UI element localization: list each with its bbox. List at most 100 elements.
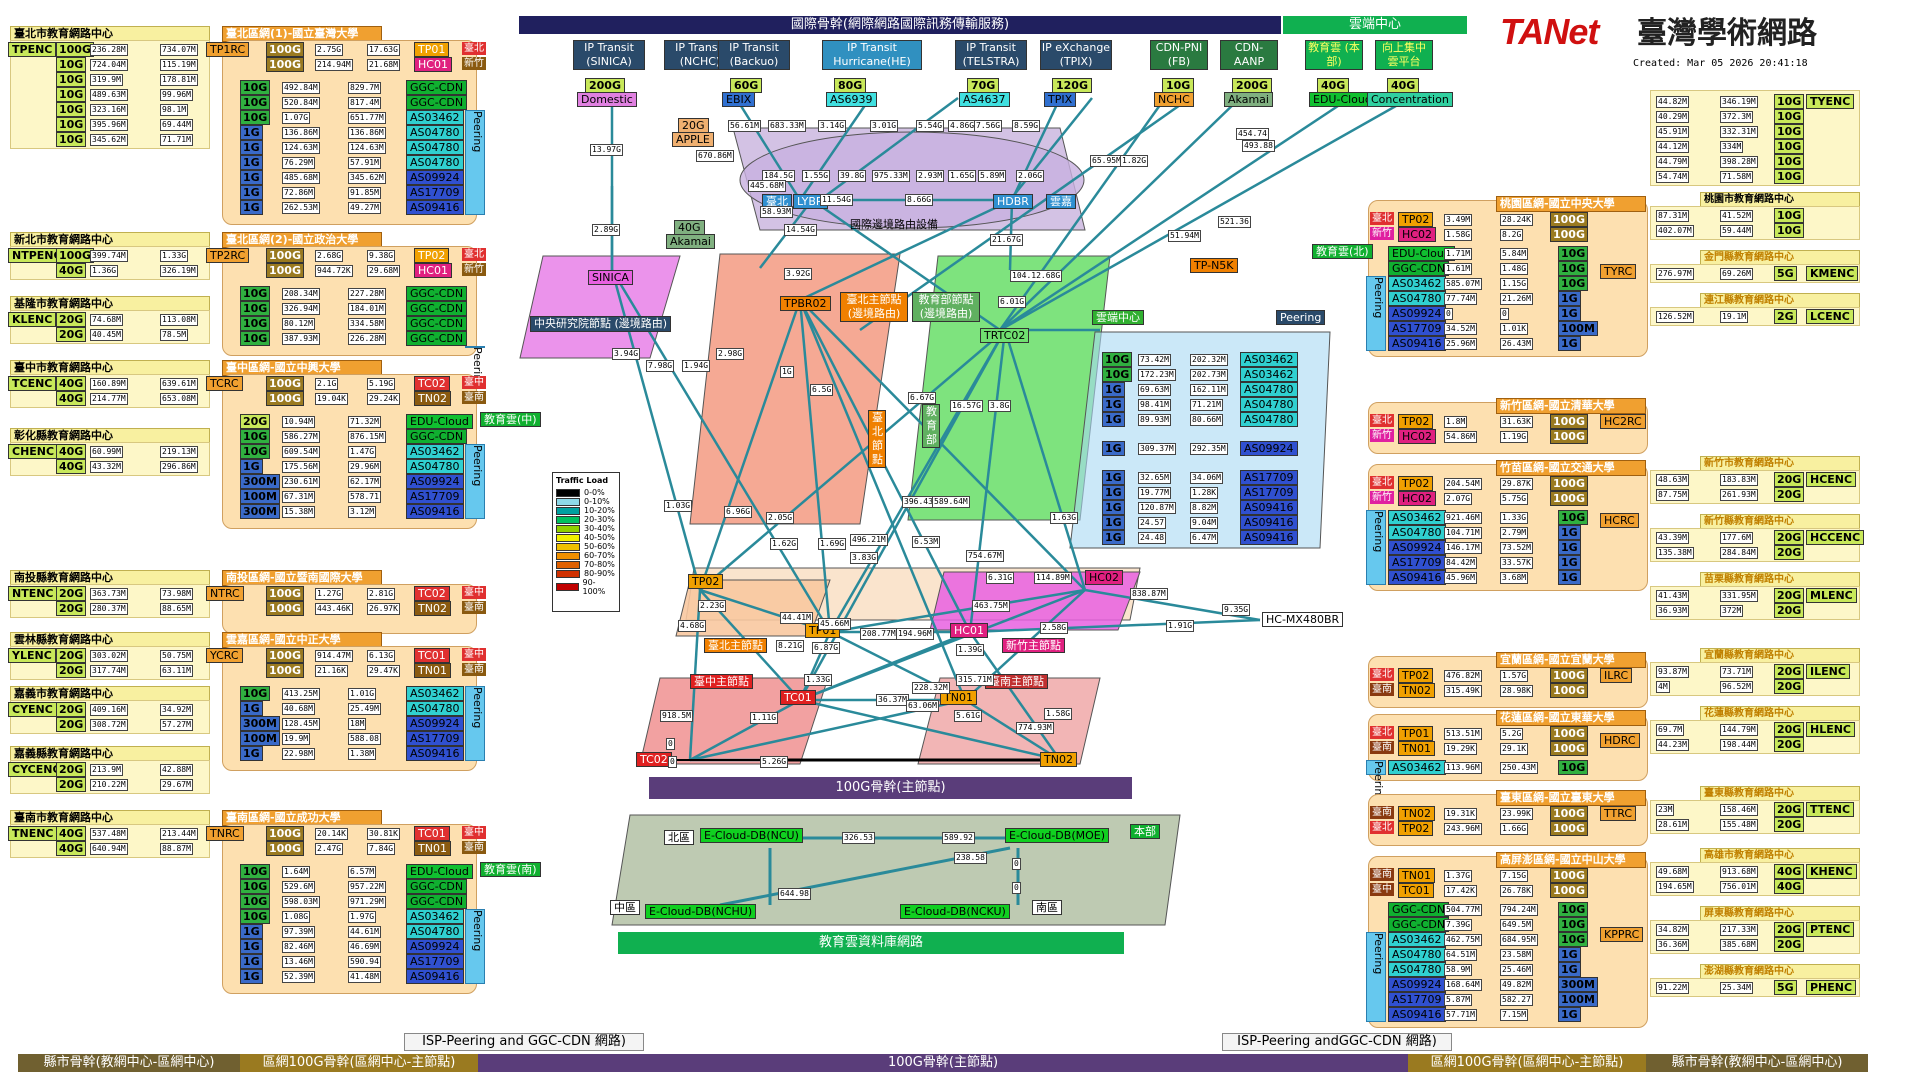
county-link-out: 57.27M [160,719,193,731]
county-link-out: 98.1M [160,104,189,116]
core-rate-21: 39.8G [838,170,867,182]
right-region-title-3: 宜蘭區網-國立宜蘭大學 [1496,652,1646,668]
right-uplink-out: 28.98K [1500,685,1533,697]
right-county-out: 198.44M [1720,739,1758,751]
region-peer-in: 1.07G [282,112,311,124]
region-peer-out: 57.91M [348,157,381,169]
taipei-main-border-title: 臺北主節點 (邊境路由) [840,292,908,322]
right-region-title-0: 桃園區網-國立中央大學 [1496,196,1646,212]
region-peer-out: 44.61M [348,926,381,938]
bottom-main-backbone: 100G骨幹(主節點) [478,1054,1408,1072]
right-peer-cap: 1G [1558,962,1581,977]
right-uplink-node: HC02 [1398,227,1436,242]
right-uplink-cap: 100G [1550,821,1588,836]
region-uplink-city: 臺中 [462,376,486,389]
legend-label: 10-20% [584,506,615,515]
right-county-in: 40.29M [1656,111,1689,123]
core-rate-76: 228.32M [912,682,950,694]
right-region-code-0: TYRC [1600,263,1637,279]
core-rate-26: 2.06G [1016,170,1045,182]
region-peer-in: 80.12M [282,318,315,330]
right-uplink-in: 315.49K [1444,685,1482,697]
core-link-15 [999,96,1411,332]
core-rate-31: 1.82G [1120,155,1149,167]
region-uplink-out: 29.68M [367,265,400,277]
region-uplink-cap: 100G [266,248,304,263]
right-county-out: 96.52M [1720,681,1753,693]
region-peer-in: 387.93M [282,333,320,345]
right-region-code-2: HCRC [1600,512,1639,528]
region-peer-as: AS09416 [406,746,464,761]
right-uplink-in: 1.37G [1444,870,1473,882]
right-peer-as: AS09924 [1388,977,1446,992]
right-county-in: 49.68M [1656,866,1689,878]
hc-mx480br-router: HC-MX480BR [1262,612,1344,627]
right-county-cap: 20G [1774,679,1805,694]
core-rate-37: 6.01G [998,296,1027,308]
core-rate-71: 1.33G [804,674,833,686]
region-peer-out: 227.28M [348,288,386,300]
right-uplink-in: 1.8M [1444,416,1468,428]
region-peer-in: 128.45M [282,718,320,730]
right-county-cap: 20G [1774,588,1805,603]
core-rate-77: 1.58G [1044,708,1073,720]
region-peer-in: 67.31M [282,491,315,503]
county-code-8: CYCENC [8,762,65,777]
right-county-in: 135.38M [1656,547,1694,559]
right-county-in: 44.23M [1656,739,1689,751]
edu-db-ncu: E-Cloud-DB(NCU) [700,828,803,843]
region-peer-cap: 100M [240,731,280,746]
right-peer-as: AS03462 [1388,932,1446,947]
region-peer-out: 62.17M [348,476,381,488]
core-rate-60: 1.91G [1166,620,1195,632]
core-rate-3: 7.98G [646,360,675,372]
right-uplink-city: 臺北 [1370,212,1394,225]
right-uplink-cap: 100G [1550,476,1588,491]
region-peer-cap: 10G [240,444,271,459]
hc-node-area [929,571,1141,631]
region-peer-as: AS04780 [406,459,464,474]
right-county-cap: 5G [1774,266,1797,281]
region-uplink-in: 2.47G [315,843,344,855]
core-rate-19: 58.93M [760,206,793,218]
top-node-name-0: Domestic [577,92,637,107]
taipei-small-tag: 臺北 [762,194,792,209]
right-uplink-node: HC02 [1398,491,1436,506]
core-rate-62: 4.68G [678,620,707,632]
county-link-in: 317.74M [90,665,128,677]
region-peer-out: 41.48M [348,971,381,983]
legend-swatch [556,515,580,524]
top-node-title-3: IP Transit Hurricane(HE) [822,40,922,70]
right-uplink-node: TP02 [1398,821,1434,836]
region-peer-as: AS04780 [406,155,464,170]
county-link-out: 1.33G [160,250,189,262]
region-peer-out: 18M [348,718,367,730]
core-rate-59: 9.35G [1222,604,1251,616]
core-rate-81: 0 [666,738,675,750]
region-uplink-cap: 100G [266,376,304,391]
region-peer-out: 957.22M [348,881,386,893]
cloud-peer-in-8: 120.87M [1138,502,1176,514]
cloud-peer-as-8: AS09416 [1240,500,1298,515]
core-rate-22: 975.33M [872,170,910,182]
core-link-6 [1010,97,1062,201]
core-rate-65: 208.77M [860,628,898,640]
region-peer-cap: 300M [240,504,280,519]
county-link-out: 99.96M [160,89,193,101]
region-peer-in: 175.56M [282,461,320,473]
county-link-in: 319.9M [90,74,123,86]
county-link-out: 639.61M [160,378,198,390]
right-uplink-out: 26.78K [1500,885,1533,897]
core-rate-20: 1.55G [802,170,831,182]
right-peer-cap: 300M [1558,977,1598,992]
region-peer-out: 345.62M [348,172,386,184]
county-link-cap: 20G [56,601,87,616]
region-peer-in: 13.46M [282,956,315,968]
right-uplink-out: 1.66G [1500,823,1529,835]
core-rate-51: 589.64M [932,496,970,508]
cloud-peer-cap-6: 1G [1102,470,1125,485]
region-peer-cap: 300M [240,474,280,489]
region-peer-as: AS09416 [406,200,464,215]
right-peer-in: 0 [1444,308,1453,320]
region-uplink-node: TC01 [414,648,450,663]
